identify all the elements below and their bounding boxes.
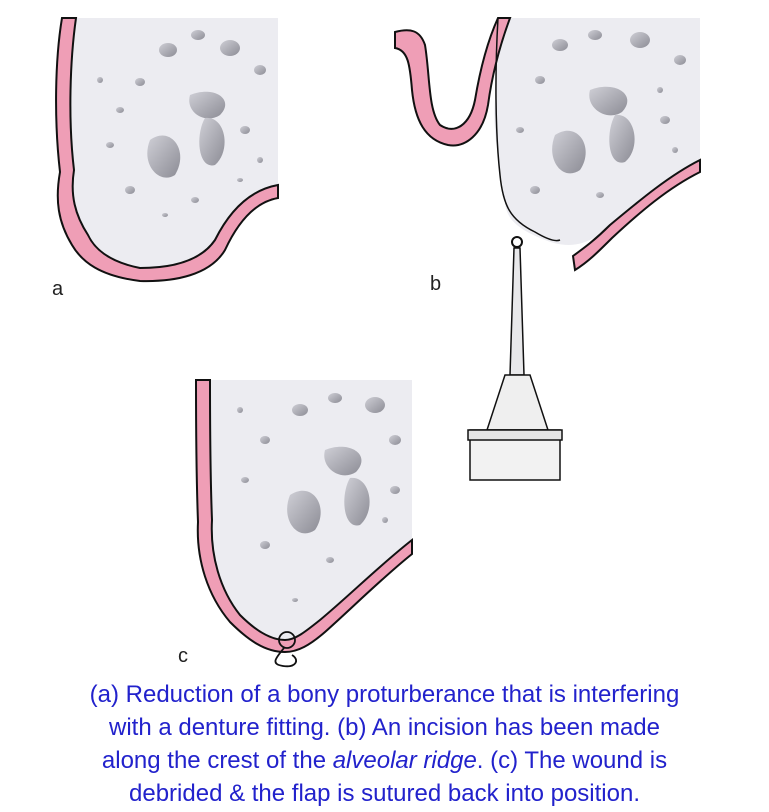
panel-b-bone-edge (495, 17, 561, 242)
panel-b-gum-left (394, 17, 512, 147)
panel-c (194, 379, 413, 668)
panel-a-gum (55, 17, 279, 283)
caption-line-3-italic: alveolar ridge (332, 747, 477, 774)
caption-line-3-pre: along the crest of the (101, 747, 333, 774)
panel-b-gum-right (571, 158, 701, 272)
suture-knot-icon (274, 631, 297, 668)
caption-line-2: with a denture fitting. (b) An incision … (109, 714, 660, 741)
panel-a-label: a (52, 278, 64, 300)
surgical-bur-icon (467, 236, 563, 481)
panel-b-pores (516, 30, 686, 198)
figure-caption: (a) Reduction of a bony proturberance th… (0, 678, 769, 810)
panel-a (55, 17, 279, 283)
panel-b-label: b (430, 273, 442, 295)
caption-line-1: (a) Reduction of a bony proturberance th… (89, 681, 680, 708)
panel-a-pores (97, 30, 266, 217)
caption-line-3: along the crest of the alveolar ridge. (… (0, 744, 769, 777)
caption-line-4: debrided & the flap is sutured back into… (129, 780, 640, 807)
panel-c-gum (194, 379, 413, 654)
panel-c-pores (237, 393, 401, 602)
alveolar-ridge-diagram (55, 17, 701, 668)
panel-b (394, 17, 701, 481)
panel-c-label: c (178, 645, 188, 667)
panel-b-bone (494, 18, 700, 245)
caption-line-3-post: . (c) The wound is (476, 747, 668, 774)
